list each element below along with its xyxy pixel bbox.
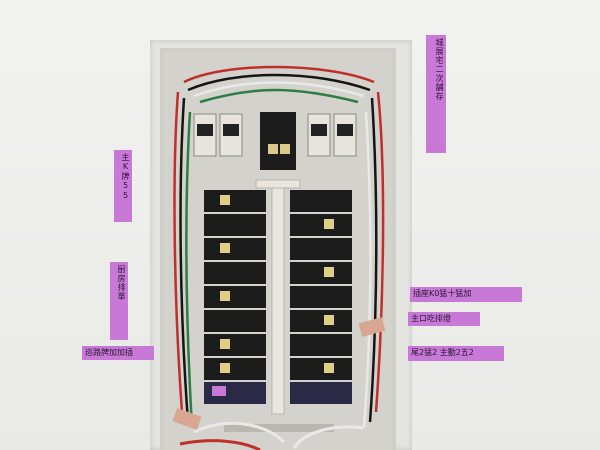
neutral-bar — [224, 424, 334, 432]
relay-right — [307, 113, 357, 157]
tape-label-right-upper: 插座K0猛十猛加 — [410, 287, 522, 302]
relay-left — [193, 113, 243, 157]
tape-label-right-middle: 主口吃排燈 — [408, 312, 480, 326]
tape-label-top-right: 城展宅二次舗存 — [426, 35, 446, 153]
tape-label-left-middle: 厨房排單 — [110, 262, 128, 340]
tape-label-right-lower: 尾2猛2 主動2五2 — [408, 346, 504, 361]
tape-label-left-lower: 巡路牌加加插 — [82, 346, 154, 360]
main-breaker — [260, 112, 296, 170]
tape-label-left-upper: 主K牌55 — [114, 150, 132, 222]
electrical-panel-interior — [164, 52, 392, 450]
top-wires — [173, 65, 385, 428]
breaker-column-right — [290, 190, 352, 404]
breaker-column-left — [204, 190, 266, 404]
bus-bar — [271, 181, 285, 415]
